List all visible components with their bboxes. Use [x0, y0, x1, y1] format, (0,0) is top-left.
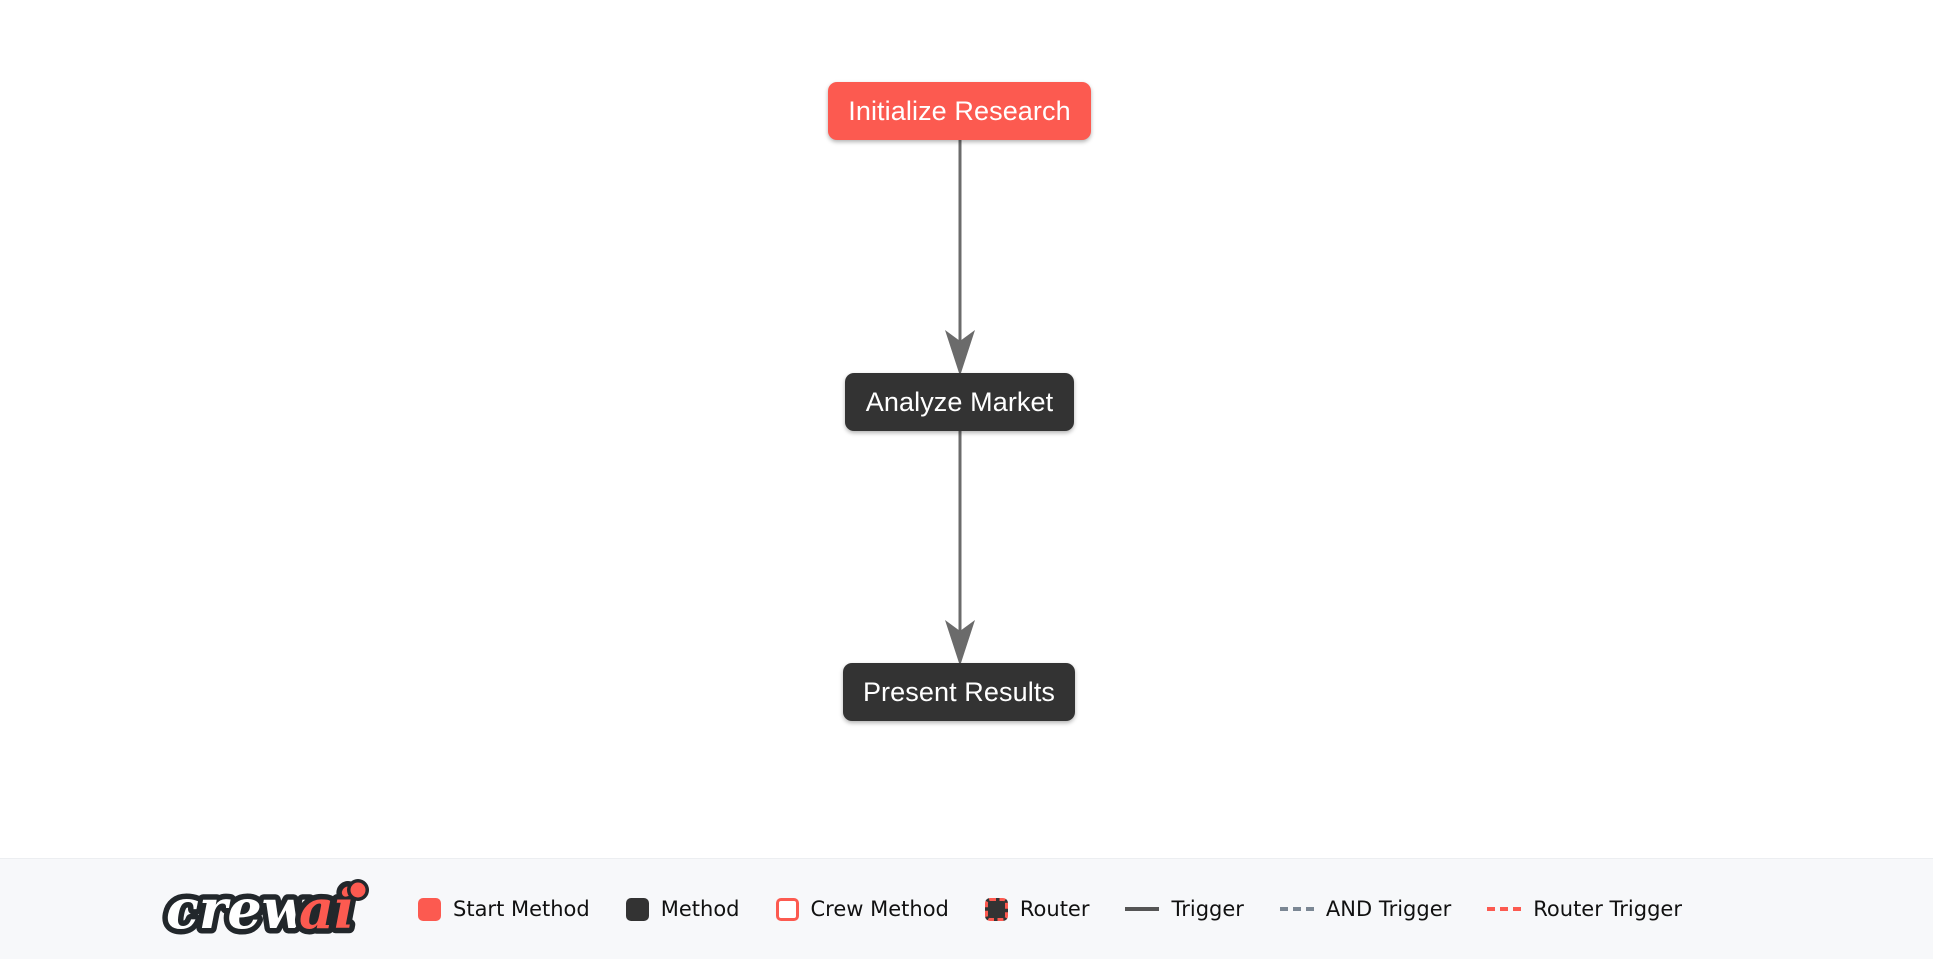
flow-node-analyze-market[interactable]: Analyze Market	[845, 373, 1074, 431]
crewai-logo-dot	[350, 882, 366, 898]
legend-item-label: Crew Method	[810, 896, 949, 921]
method-swatch-icon	[625, 897, 649, 921]
legend-item-label: Trigger	[1171, 896, 1244, 921]
start-method-swatch-icon	[418, 897, 441, 921]
router-trigger-line-icon	[1487, 907, 1522, 911]
crewai-logo: crew crew ai ai	[162, 876, 369, 942]
flow-node-present-results[interactable]: Present Results	[843, 663, 1075, 721]
legend-item-start-method: Start Method	[418, 896, 590, 921]
crewai-logo-ai: ai	[299, 877, 355, 941]
crewai-logo-crew: crew	[166, 877, 311, 941]
legend-item-method: Method	[625, 896, 740, 921]
legend-item-label: Router	[1019, 896, 1090, 921]
flow-node-label: Present Results	[862, 676, 1056, 707]
legend-item-and-trigger: AND Trigger	[1279, 896, 1452, 921]
legend-item-router: Router	[984, 896, 1090, 921]
edge-analyze-market-to-present-results	[945, 431, 975, 666]
crewai-logo-crew-outline: crew	[166, 877, 311, 941]
edge-initialize-research-to-analyze-market	[945, 140, 975, 376]
legend-items: Start Method Method Crew Method Router T…	[418, 896, 1682, 921]
legend-item-label: Start Method	[453, 896, 590, 921]
legend-item-label: Router Trigger	[1533, 896, 1682, 921]
flow-canvas[interactable]: Initialize Research Analyze Market Prese…	[0, 0, 1933, 858]
flow-node-label: Initialize Research	[848, 95, 1071, 126]
flow-node-label: Analyze Market	[865, 386, 1054, 417]
legend-item-label: AND Trigger	[1325, 896, 1452, 921]
flow-node-initialize-research[interactable]: Initialize Research	[828, 82, 1091, 140]
legend-item-router-trigger: Router Trigger	[1487, 896, 1682, 921]
and-trigger-line-icon	[1279, 907, 1314, 911]
trigger-line-icon	[1125, 907, 1160, 911]
legend-bar: crew crew ai ai Start Method Method Crew…	[0, 858, 1933, 959]
crew-method-swatch-icon	[775, 897, 799, 921]
legend-item-crew-method: Crew Method	[775, 896, 949, 921]
legend-item-trigger: Trigger	[1125, 896, 1244, 921]
router-swatch-icon	[984, 897, 1008, 921]
legend-item-label: Method	[660, 896, 740, 921]
